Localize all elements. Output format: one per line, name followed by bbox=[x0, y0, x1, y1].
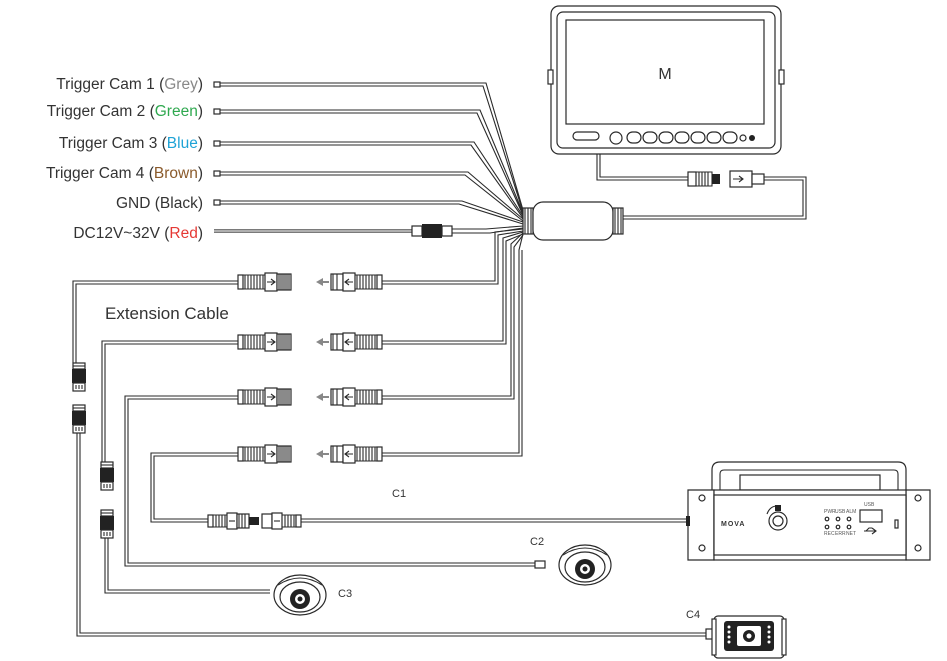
dvr-recorder: MOVA PWR USB ALM REC ERR NET USB bbox=[686, 461, 931, 561]
trigger-cam-4-label: Trigger Cam 4 (Brown) bbox=[46, 165, 203, 182]
hub-camera-cables bbox=[380, 228, 524, 457]
connector-row-3 bbox=[237, 387, 383, 407]
dvr-led-usb-label: USB bbox=[835, 509, 846, 515]
camera-c3-label: C3 bbox=[338, 588, 352, 600]
c1-inline-connector bbox=[207, 512, 688, 530]
gnd-label: GND (Black) bbox=[116, 195, 203, 212]
dvr-led-rec-label: REC bbox=[824, 531, 835, 537]
monitor: M bbox=[547, 5, 807, 220]
camera-c4 bbox=[705, 615, 787, 659]
trigger-labels: Trigger Cam 1 (Grey) Trigger Cam 2 (Gree… bbox=[46, 76, 203, 242]
power-label: DC12V~32V (Red) bbox=[73, 225, 203, 242]
camera-c2-label: C2 bbox=[530, 536, 544, 548]
trigger-cam-1-label: Trigger Cam 1 (Grey) bbox=[56, 76, 203, 93]
camera-c2 bbox=[534, 544, 612, 586]
extension-cable-label: Extension Cable bbox=[105, 304, 229, 323]
monitor-label: M bbox=[658, 66, 671, 83]
dvr-led-alm-label: ALM bbox=[846, 509, 856, 515]
dvr-led-net-label: NET bbox=[846, 531, 856, 537]
camera-c3 bbox=[273, 574, 327, 616]
connector-row-1 bbox=[237, 272, 383, 292]
camera-c1-label: C1 bbox=[392, 488, 406, 500]
trigger-cam-3-label: Trigger Cam 3 (Blue) bbox=[59, 135, 203, 152]
trigger-wires bbox=[213, 81, 524, 238]
connector-row-2 bbox=[237, 332, 383, 352]
monitor-connector bbox=[687, 170, 765, 188]
trigger-cam-2-label: Trigger Cam 2 (Green) bbox=[47, 103, 203, 120]
monitor-buttons bbox=[609, 131, 755, 145]
dvr-led-err-label: ERR bbox=[835, 531, 846, 537]
camera-cables bbox=[71, 280, 706, 637]
camera-c4-label: C4 bbox=[686, 609, 700, 621]
dvr-led-pwr-label: PWR bbox=[824, 509, 836, 515]
dvr-brand: MOVA bbox=[721, 521, 745, 528]
junction-box bbox=[522, 201, 624, 241]
connector-row-4 bbox=[237, 444, 383, 464]
dvr-usb-label: USB bbox=[864, 502, 875, 508]
